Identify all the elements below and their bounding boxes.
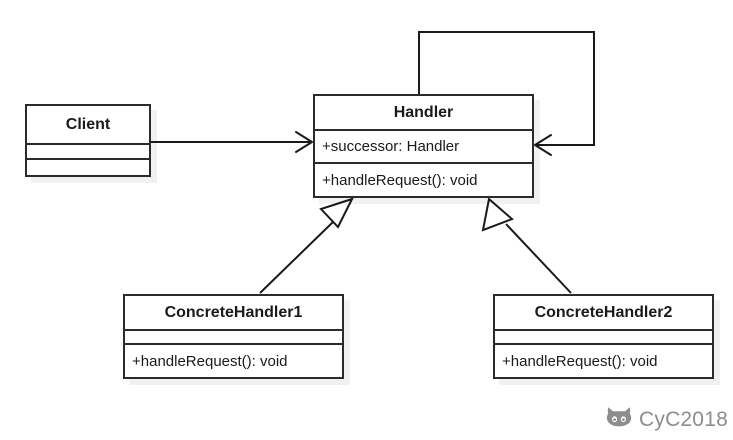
class-name-client: Client (27, 106, 149, 145)
class-name-concretehandler2: ConcreteHandler2 (495, 296, 712, 331)
class-operations-client (27, 160, 149, 175)
class-operation-concretehandler2-handlerequest: +handleRequest(): void (502, 352, 658, 370)
class-attribute-handler-successor: +successor: Handler (315, 131, 532, 164)
cat-icon (606, 406, 632, 433)
edge-concrete2-to-handler (481, 197, 572, 294)
edge-concrete1-to-handler (259, 197, 354, 294)
watermark-label: CyC2018 (639, 407, 728, 431)
class-operation-concretehandler1-handlerequest: +handleRequest(): void (132, 352, 288, 370)
watermark: CyC2018 (606, 406, 728, 433)
edge-client-to-handler (151, 131, 313, 153)
class-name-concretehandler1: ConcreteHandler1 (125, 296, 342, 331)
class-name-handler: Handler (315, 96, 532, 131)
class-attributes-concretehandler2 (495, 331, 712, 345)
class-box-concretehandler2[interactable]: ConcreteHandler2 +handleRequest(): void (493, 294, 714, 379)
class-box-concretehandler1[interactable]: ConcreteHandler1 +handleRequest(): void (123, 294, 344, 379)
class-attributes-client (27, 145, 149, 160)
class-box-client[interactable]: Client (25, 104, 151, 177)
class-box-handler[interactable]: Handler +successor: Handler +handleReque… (313, 94, 534, 198)
class-attributes-concretehandler1 (125, 331, 342, 345)
class-operation-handler-handlerequest: +handleRequest(): void (322, 171, 478, 189)
